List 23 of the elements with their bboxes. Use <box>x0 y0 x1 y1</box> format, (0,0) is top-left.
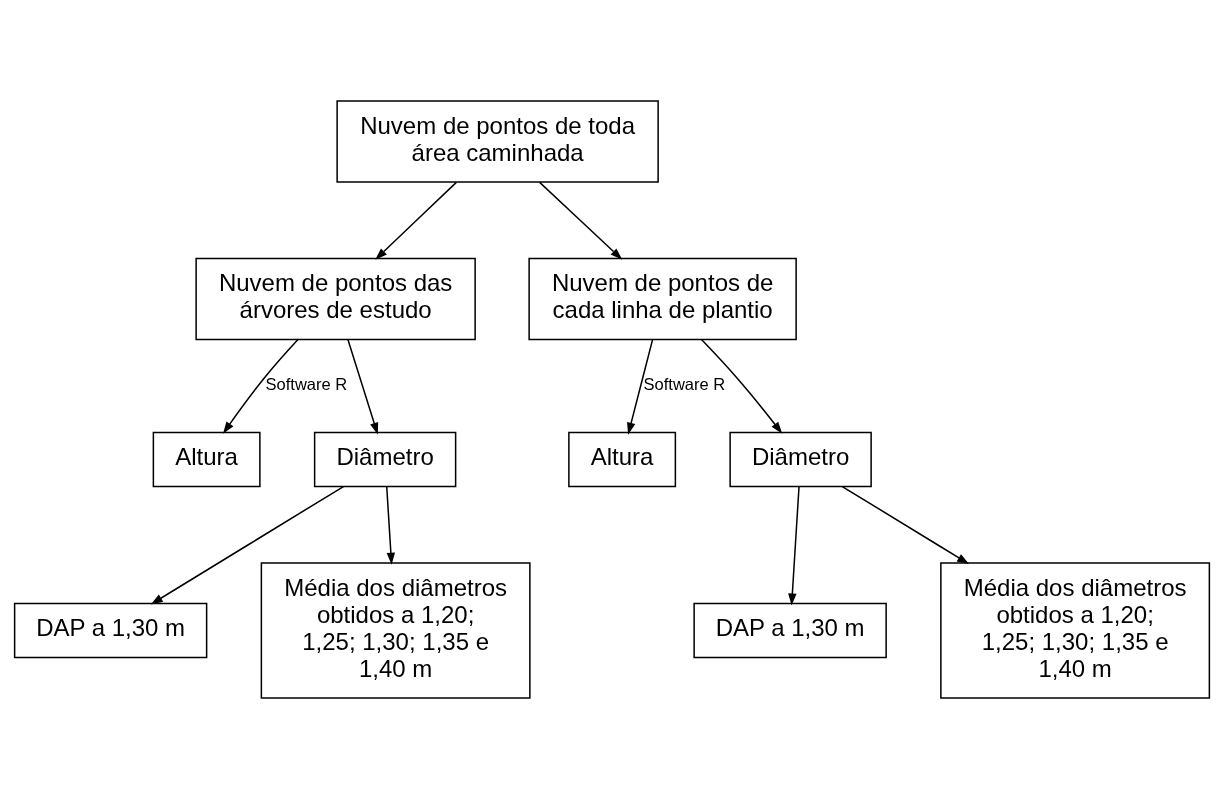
node-box: Altura <box>568 431 677 487</box>
arrow <box>841 485 970 564</box>
arrow <box>788 485 800 605</box>
edge-label: Software R <box>265 374 348 393</box>
node-box: Nuvem de pontos de cada linha de plantio <box>528 257 797 340</box>
node-box: Diâmetro <box>313 431 457 487</box>
arrow <box>375 181 458 260</box>
node-box: Nuvem de pontos das árvores de estudo <box>195 257 476 340</box>
arrow <box>700 338 783 434</box>
arrow <box>538 181 623 260</box>
node-box: Diâmetro <box>729 431 872 487</box>
node-box: Nuvem de pontos de toda área caminhada <box>336 99 659 183</box>
node-box: Média dos diâmetros obtidos a 1,20; 1,25; 1,30; 1,35 e 1,40 m <box>940 561 1211 699</box>
node-box: Média dos diâmetros obtidos a 1,20; 1,25; 1,30; 1,35 e 1,40 m <box>260 561 531 699</box>
arrow <box>347 338 379 435</box>
node-box: DAP a 1,30 m <box>693 602 887 658</box>
node-box: Altura <box>152 431 261 487</box>
edge-label: Software R <box>643 374 726 393</box>
arrow <box>385 485 396 565</box>
arrow <box>150 485 345 604</box>
arrow <box>627 338 654 435</box>
arrow <box>223 338 299 434</box>
node-box: DAP a 1,30 m <box>13 602 208 658</box>
